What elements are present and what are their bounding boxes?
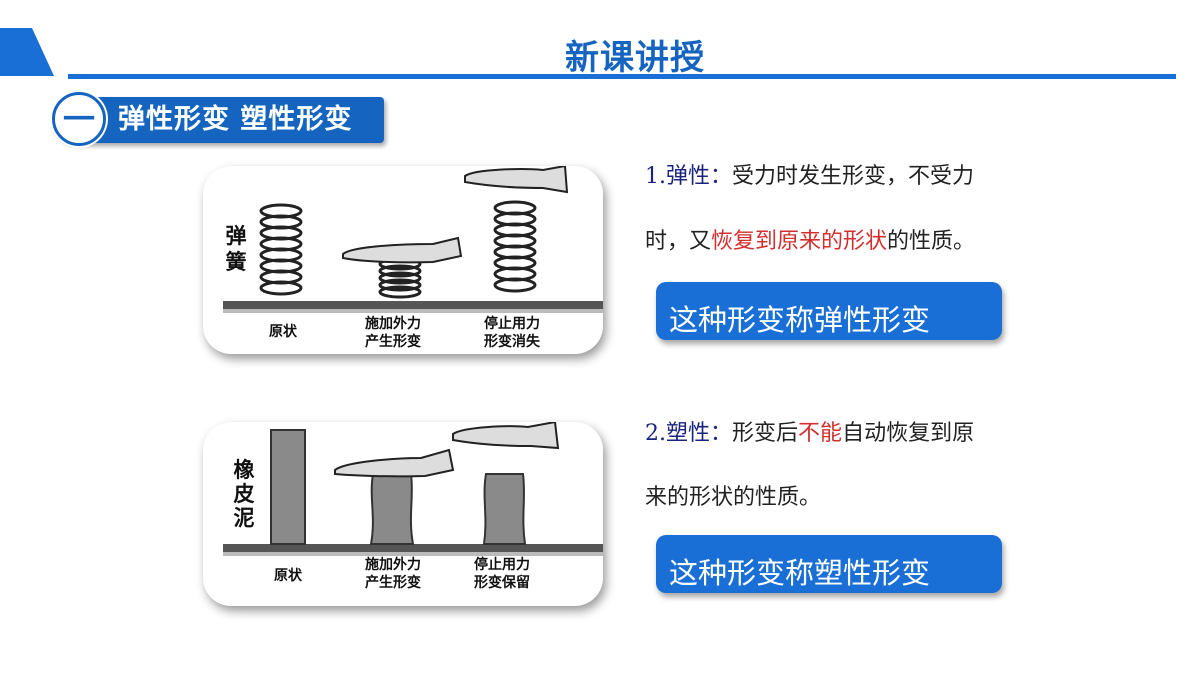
clay-label-3: 泥: [233, 506, 255, 530]
clay-illustration-card: 橡 皮 泥 原状 施加外力产生形变 停止用力形变保留: [203, 422, 603, 606]
spring-illustration: [223, 166, 603, 313]
elastic-callout: 这种形变称弹性形变: [656, 282, 1002, 340]
plastic-callout: 这种形变称塑性形变: [656, 535, 1002, 593]
corner-decoration: [0, 28, 54, 76]
spring-illustration-card: 弹 簧 原状 施加外力产生形变 停止用力形变消失: [203, 166, 603, 354]
hand-pressing-clay: [334, 448, 455, 478]
clay-caption-original: 原状: [274, 568, 302, 584]
hand-lifted-clay: [452, 422, 560, 450]
spring-label-2: 簧: [225, 250, 247, 274]
section-number-badge: [52, 92, 106, 146]
plastic-definition-line1: 2.塑性：形变后不能自动恢复到原: [645, 421, 975, 446]
clay-compressed: [369, 473, 415, 545]
spring-caption-original: 原状: [269, 324, 297, 340]
hand-lifted: [464, 166, 569, 194]
hand-pressing: [342, 236, 463, 264]
spring-compressed: [378, 257, 422, 299]
clay-original: [270, 429, 306, 545]
spring-label-1: 弹: [225, 224, 247, 248]
spring-original: [259, 203, 303, 296]
section-title: 弹性形变 塑性形变: [118, 104, 353, 135]
clay-caption-retained: 停止用力形变保留: [474, 557, 530, 591]
title-underline: [68, 74, 1176, 79]
spring-restored: [493, 200, 537, 293]
spring-caption-restored: 停止用力形变消失: [484, 316, 540, 350]
clay-label-2: 皮: [233, 482, 255, 506]
plastic-definition-line2: 来的形状的性质。: [645, 485, 822, 510]
section-heading-bar: [52, 97, 384, 143]
clay-retained: [482, 473, 527, 545]
clay-illustration: [223, 422, 603, 556]
section-number: 一: [62, 100, 95, 138]
elastic-definition-line1: 1.弹性：受力时发生形变，不受力: [645, 164, 975, 189]
spring-caption-compressed: 施加外力产生形变: [365, 316, 421, 350]
elastic-definition-line2: 时，又恢复到原来的形状的性质。: [645, 229, 976, 254]
clay-label-1: 橡: [233, 458, 255, 482]
clay-caption-compressed: 施加外力产生形变: [365, 557, 421, 591]
page-title: 新课讲授: [565, 38, 705, 78]
